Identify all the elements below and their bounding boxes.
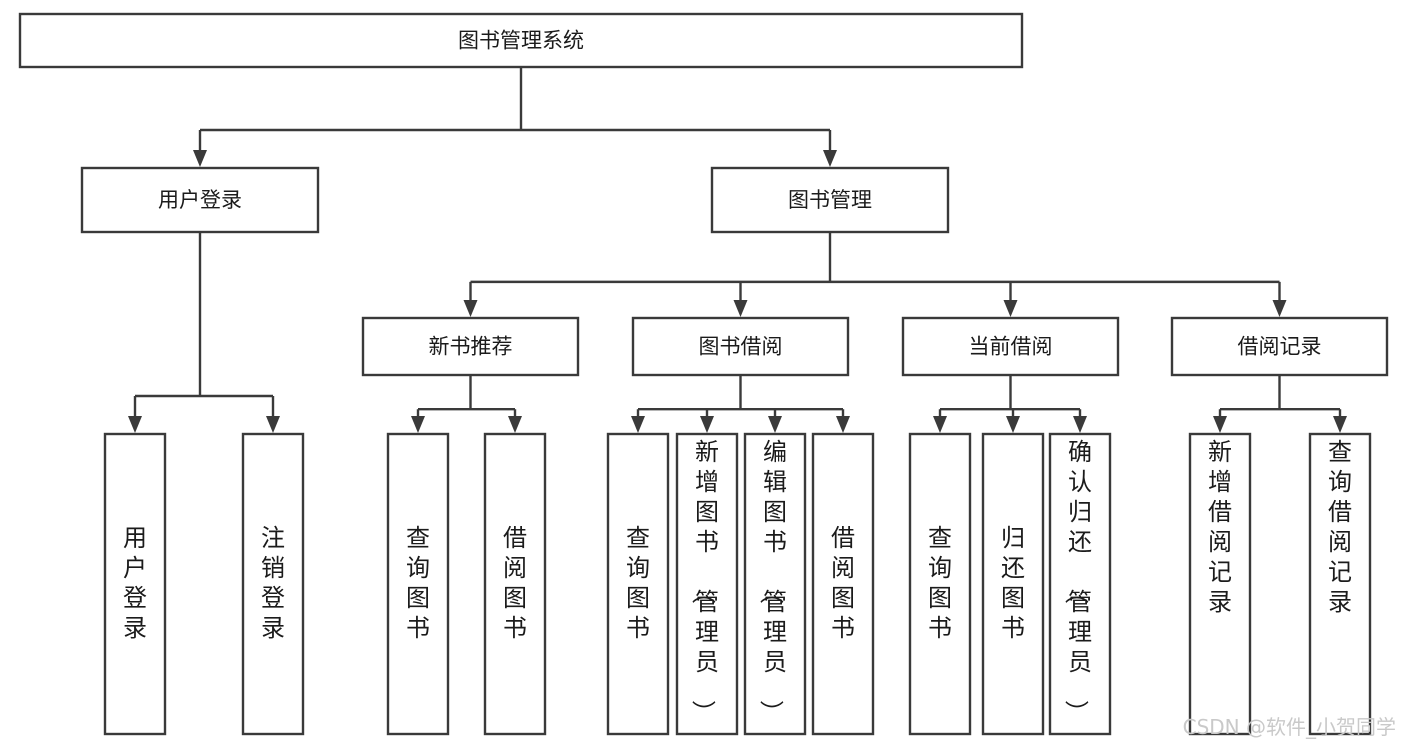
node-label-leaf-query-book-3: 查询图书: [928, 524, 952, 642]
node-box-leaf-confirm-return[interactable]: [1048, 432, 1112, 736]
node-label-leaf-add-record: 新增借阅记录: [1208, 438, 1232, 616]
node-label-borrow: 图书借阅: [699, 335, 783, 359]
arrow-head-icon: [463, 300, 478, 317]
node-label-leaf-user-login: 用户登录: [123, 524, 147, 642]
node-root[interactable]: 图书管理系统: [18, 12, 1024, 69]
watermark-label: CSDN @软件_小贺同学: [1183, 715, 1396, 739]
arrow-head-icon: [128, 416, 142, 433]
arrow-head-icon: [836, 416, 850, 433]
node-leaf-query-book-2[interactable]: 查询图书: [606, 432, 670, 736]
arrow-head-icon: [768, 416, 782, 433]
connector-group: [193, 67, 837, 167]
arrow-head-icon: [933, 416, 947, 433]
node-box-current[interactable]: [901, 316, 1120, 377]
node-label-leaf-confirm-return: 确认归还（管理员）: [1062, 438, 1092, 724]
connector-group: [1213, 375, 1347, 433]
node-leaf-edit-book[interactable]: 编辑图书（管理员）: [743, 432, 807, 736]
node-box-leaf-query-book-3[interactable]: [908, 432, 972, 736]
node-login[interactable]: 用户登录: [80, 166, 320, 234]
arrow-head-icon: [823, 150, 837, 167]
arrow-head-icon: [1006, 416, 1020, 433]
node-box-leaf-borrow-book-2[interactable]: [811, 432, 875, 736]
node-leaf-borrow-book-2[interactable]: 借阅图书: [811, 432, 875, 736]
node-label-records: 借阅记录: [1238, 335, 1322, 359]
node-box-records[interactable]: [1170, 316, 1389, 377]
arrow-head-icon: [411, 416, 425, 433]
node-records[interactable]: 借阅记录: [1170, 316, 1389, 377]
node-leaf-return-book[interactable]: 归还图书: [981, 432, 1045, 736]
node-label-login: 用户登录: [158, 188, 242, 212]
node-current[interactable]: 当前借阅: [901, 316, 1120, 377]
node-box-leaf-return-book[interactable]: [981, 432, 1045, 736]
node-layer: 图书管理系统用户登录图书管理新书推荐图书借阅当前借阅借阅记录用户登录注销登录查询…: [18, 12, 1389, 736]
node-leaf-confirm-return[interactable]: 确认归还（管理员）: [1048, 432, 1112, 736]
node-label-leaf-query-record: 查询借阅记录: [1328, 438, 1352, 616]
node-box-borrow[interactable]: [631, 316, 850, 377]
node-box-login[interactable]: [80, 166, 320, 234]
node-leaf-user-login[interactable]: 用户登录: [103, 432, 167, 736]
arrow-head-icon: [1272, 300, 1287, 317]
connector-group: [128, 232, 280, 433]
arrow-head-icon: [193, 150, 207, 167]
connector-group: [463, 232, 1287, 317]
node-box-leaf-query-book-1[interactable]: [386, 432, 450, 736]
node-leaf-user-logout[interactable]: 注销登录: [241, 432, 305, 736]
connector-layer: [128, 67, 1347, 433]
node-leaf-query-record[interactable]: 查询借阅记录: [1308, 432, 1372, 736]
arrow-head-icon: [1333, 416, 1347, 433]
node-label-leaf-edit-book: 编辑图书（管理员）: [757, 438, 787, 724]
node-bookmgmt[interactable]: 图书管理: [710, 166, 950, 234]
node-leaf-add-record[interactable]: 新增借阅记录: [1188, 432, 1252, 736]
node-box-leaf-query-record[interactable]: [1308, 432, 1372, 736]
node-box-leaf-user-login[interactable]: [103, 432, 167, 736]
node-box-leaf-add-record[interactable]: [1188, 432, 1252, 736]
node-box-leaf-borrow-book-1[interactable]: [483, 432, 547, 736]
connector-group: [631, 375, 850, 433]
node-label-leaf-query-book-1: 查询图书: [406, 524, 430, 642]
arrow-head-icon: [508, 416, 522, 433]
node-label-leaf-borrow-book-1: 借阅图书: [503, 524, 527, 642]
node-box-leaf-edit-book[interactable]: [743, 432, 807, 736]
node-box-bookmgmt[interactable]: [710, 166, 950, 234]
node-label-leaf-user-logout: 注销登录: [261, 524, 285, 642]
node-label-leaf-borrow-book-2: 借阅图书: [831, 524, 855, 642]
node-box-leaf-query-book-2[interactable]: [606, 432, 670, 736]
node-label-newbook: 新书推荐: [429, 335, 513, 359]
arrow-head-icon: [1213, 416, 1227, 433]
node-label-bookmgmt: 图书管理: [788, 188, 872, 212]
node-box-root[interactable]: [18, 12, 1024, 69]
node-leaf-add-book[interactable]: 新增图书（管理员）: [675, 432, 739, 736]
node-label-current: 当前借阅: [969, 335, 1053, 359]
node-newbook[interactable]: 新书推荐: [361, 316, 580, 377]
connector-group: [411, 375, 522, 433]
node-box-leaf-user-logout[interactable]: [241, 432, 305, 736]
arrow-head-icon: [700, 416, 714, 433]
node-leaf-query-book-3[interactable]: 查询图书: [908, 432, 972, 736]
arrow-head-icon: [733, 300, 748, 317]
arrow-head-icon: [1073, 416, 1087, 433]
node-borrow[interactable]: 图书借阅: [631, 316, 850, 377]
arrow-head-icon: [631, 416, 645, 433]
node-leaf-borrow-book-1[interactable]: 借阅图书: [483, 432, 547, 736]
node-label-leaf-add-book: 新增图书（管理员）: [689, 438, 719, 724]
node-box-newbook[interactable]: [361, 316, 580, 377]
arrow-head-icon: [1003, 300, 1018, 317]
node-label-leaf-return-book: 归还图书: [1001, 524, 1025, 642]
arrow-head-icon: [266, 416, 280, 433]
node-box-leaf-add-book[interactable]: [675, 432, 739, 736]
connector-group: [933, 375, 1087, 433]
node-label-root: 图书管理系统: [458, 29, 584, 53]
node-leaf-query-book-1[interactable]: 查询图书: [386, 432, 450, 736]
node-label-leaf-query-book-2: 查询图书: [626, 524, 650, 642]
